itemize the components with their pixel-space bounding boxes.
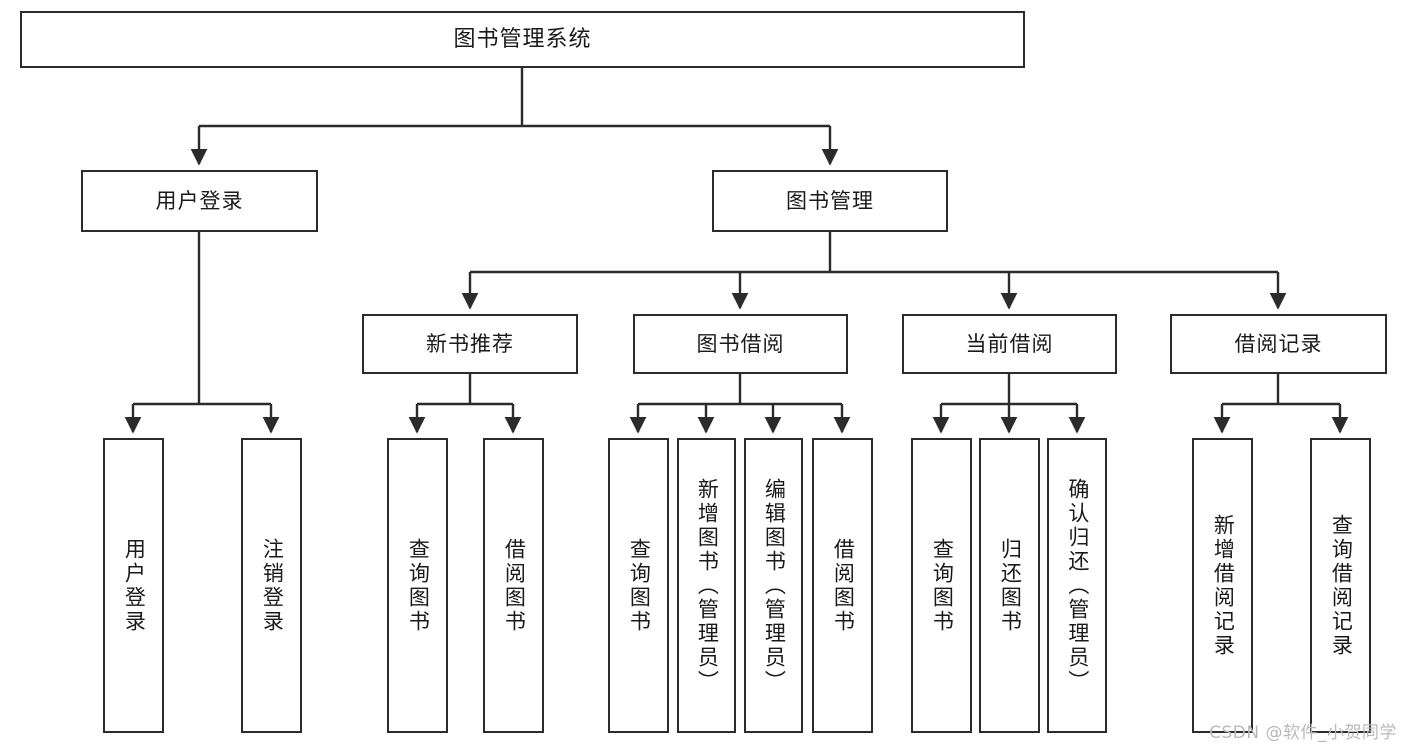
node-label: 新书推荐 (426, 331, 514, 356)
node-label: 图书管理系统 (453, 26, 592, 52)
leaf-new-book-borrow-book[interactable]: 借阅图书 (483, 438, 544, 733)
leaf-current-query-book[interactable]: 查询图书 (911, 438, 972, 733)
node-label: 查询图书 (406, 537, 431, 634)
node-current-borrowing[interactable]: 当前借阅 (902, 314, 1117, 374)
node-label: 图书管理 (786, 188, 874, 213)
node-label: 借阅记录 (1234, 331, 1323, 356)
node-label: 归还图书 (998, 537, 1023, 634)
leaf-current-return-book[interactable]: 归还图书 (979, 438, 1040, 733)
leaf-current-confirm-return-admin[interactable]: 确认归还（管理员） (1047, 438, 1107, 733)
node-label: 用户登录 (122, 537, 147, 634)
leaf-borrow-add-book-admin[interactable]: 新增图书（管理员） (677, 438, 736, 733)
node-label: 编辑图书（管理员） (762, 477, 787, 694)
node-user-login[interactable]: 用户登录 (81, 170, 318, 232)
csdn-watermark: CSDN @软件_小贺同学 (1209, 723, 1397, 743)
node-label: 当前借阅 (965, 331, 1054, 356)
node-label: 查询图书 (627, 537, 652, 634)
node-label: 新增借阅记录 (1211, 513, 1236, 658)
node-book-borrowing[interactable]: 图书借阅 (633, 314, 848, 374)
leaf-record-query-record[interactable]: 查询借阅记录 (1310, 438, 1371, 733)
node-label: 查询借阅记录 (1329, 513, 1354, 658)
leaf-user-login-login[interactable]: 用户登录 (103, 438, 164, 733)
node-borrowing-record[interactable]: 借阅记录 (1170, 314, 1387, 374)
node-label: 借阅图书 (502, 537, 527, 634)
node-label: 新增图书（管理员） (695, 477, 720, 694)
node-root-book-management-system[interactable]: 图书管理系统 (20, 11, 1025, 68)
leaf-user-login-logout[interactable]: 注销登录 (241, 438, 302, 733)
node-book-management[interactable]: 图书管理 (712, 170, 948, 232)
node-label: 借阅图书 (831, 537, 856, 634)
node-label: 确认归还（管理员） (1065, 477, 1090, 694)
node-label: 查询图书 (930, 537, 955, 634)
node-label: 注销登录 (260, 537, 285, 634)
leaf-borrow-query-book[interactable]: 查询图书 (608, 438, 669, 733)
leaf-borrow-borrow-book[interactable]: 借阅图书 (812, 438, 873, 733)
leaf-new-book-query-book[interactable]: 查询图书 (387, 438, 448, 733)
node-new-book-recommendation[interactable]: 新书推荐 (362, 314, 578, 374)
leaf-borrow-edit-book-admin[interactable]: 编辑图书（管理员） (744, 438, 803, 733)
leaf-record-add-record[interactable]: 新增借阅记录 (1192, 438, 1253, 733)
node-label: 用户登录 (155, 188, 244, 213)
node-label: 图书借阅 (696, 331, 785, 356)
